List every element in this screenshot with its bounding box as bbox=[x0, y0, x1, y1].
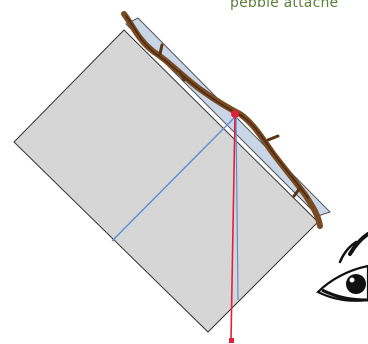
tilted-board bbox=[14, 30, 318, 332]
eye-icon bbox=[318, 234, 368, 301]
pebble-marker bbox=[231, 110, 239, 118]
plumb-end-marker bbox=[229, 338, 234, 343]
